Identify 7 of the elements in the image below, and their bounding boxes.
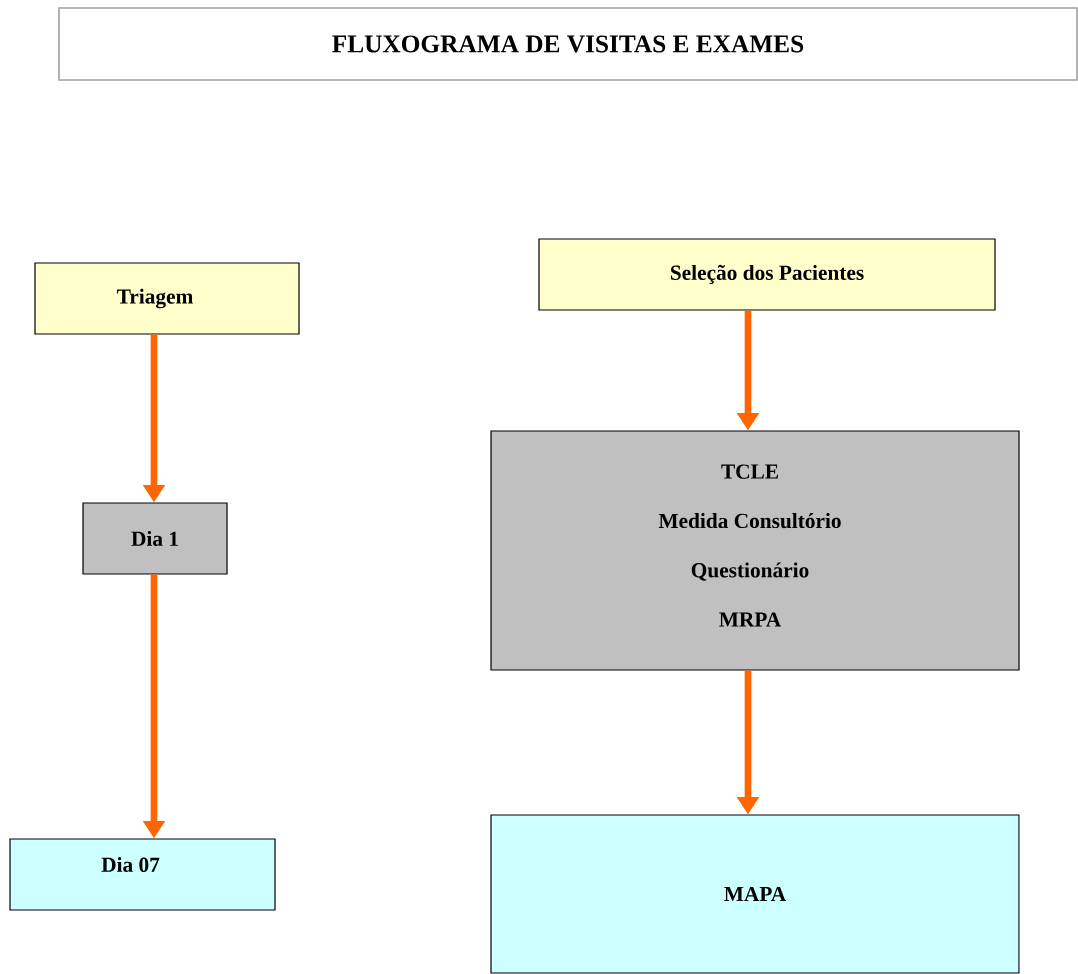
process-box: Dia 07 xyxy=(9,838,276,911)
process-box: TCLE Medida Consultório Questionário MRPA xyxy=(490,430,1020,671)
process-box: Dia 1 xyxy=(82,502,228,575)
process-box: Triagem xyxy=(34,262,300,335)
process-box: MAPA xyxy=(490,814,1020,974)
process-box: Seleção dos Pacientes xyxy=(538,238,996,311)
title-box: FLUXOGRAMA DE VISITAS E EXAMES xyxy=(58,7,1078,81)
